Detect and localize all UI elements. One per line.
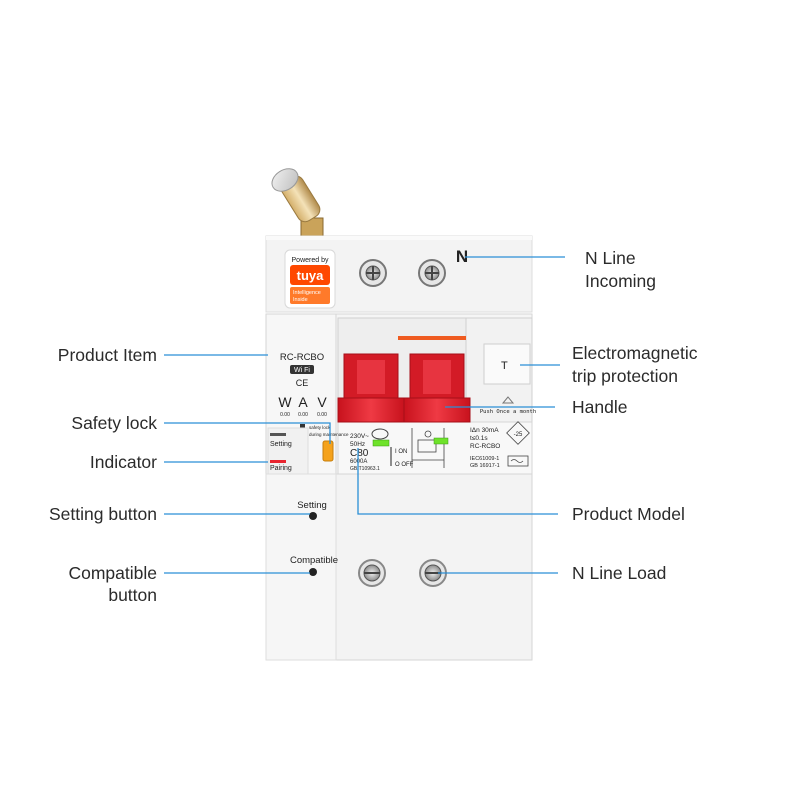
standard-iec: IEC61009-1 [470,456,499,462]
ccc-mark-icon [371,428,389,440]
lock-text-2: during maintenance [309,432,349,437]
tuya-sub-2: Inside [293,297,308,303]
setting-indicator-bar [270,433,286,436]
tuya-logo [290,265,330,285]
wifi-text: Wi Fi [294,367,310,374]
callout-n-incoming-2: Incoming [585,271,656,291]
lock-icon [300,424,305,428]
n-terminal-label: N [456,247,468,266]
spec-voltage: 230V~ [350,433,369,440]
rcbo-spec-current: IΔn 30mA [470,427,499,434]
push-arrow-icon [501,396,515,404]
wifi-logo [290,365,314,374]
rcbo-spec-time: t≤0.1s [470,435,488,442]
callout-compatible-1: Compatible [68,563,157,583]
setting-button[interactable] [309,512,317,520]
orange-stripe [398,336,466,340]
meter-w-value: 0.00 [280,412,290,418]
callout-electromagnetic-1: Electromagnetic [572,343,698,363]
test-button-glyph: T [501,360,508,372]
meter-v: V [317,394,327,410]
meter-v-value: 0.00 [317,412,327,418]
callout-product-item: Product Item [58,345,157,365]
model-label: RC-RCBO [280,352,324,363]
compatible-button[interactable] [309,568,317,576]
spec-frequency: 50Hz [350,441,365,448]
meter-a: A [298,394,308,410]
safety-lock-slider[interactable] [322,440,334,462]
circuit-schematic-icon [411,428,445,468]
callout-n-incoming-1: N Line [585,248,636,268]
callout-compatible-2: button [108,585,157,605]
bottom-screw-left [358,559,386,587]
standard-gb: GB 16917-1 [470,463,500,469]
callout-electromagnetic-2: trip protection [572,366,678,386]
callout-setting-button: Setting button [49,504,157,524]
spec-rating: C80 [350,448,369,459]
status-window-left [372,439,390,447]
rcbo-spec-model: RC-RCBO [470,443,500,450]
test-button[interactable]: T [483,343,531,385]
callout-indicator: Indicator [90,452,157,472]
tuya-sub-1: Intelligence [293,290,321,296]
line-product-model [357,448,558,515]
ac-wave-icon [510,459,524,463]
callout-product-model: Product Model [572,504,685,524]
line-safety-lock [164,422,331,444]
powered-by-text: Powered by [292,257,329,264]
lock-text-1: safety lock [309,425,331,430]
temp-diamond-icon [506,421,530,445]
breaker-handle-right[interactable] [403,353,471,423]
pairing-small-label: Pairing [270,465,292,472]
callout-lines [164,256,565,574]
meter-readouts: W A V 0.00 0.00 0.00 [278,394,327,418]
compatible-button-label: Compatible [290,555,338,566]
ac-symbol-icon [507,455,529,467]
ce-mark: CE [296,378,309,388]
bottom-terminal-block [265,473,533,661]
breaker-handle-left[interactable] [337,353,405,423]
setting-button-label: Setting [297,500,327,511]
on-label: I ON [395,449,407,455]
main-body [265,313,533,475]
callout-n-load: N Line Load [572,563,666,583]
meter-a-value: 0.00 [298,412,308,418]
setting-small-label: Setting [270,441,292,448]
antenna [271,168,324,241]
spec-standard: GB/T10963.1 [350,466,380,472]
callout-handle: Handle [572,397,627,417]
callout-safety-lock: Safety lock [71,413,157,433]
top-screw-left [359,259,387,287]
spec-breaking: 6000A [350,459,367,465]
meter-w: W [278,394,292,410]
status-window-right [433,437,449,445]
temp-rating: -25 [514,432,523,438]
off-label: O OFF [395,462,414,468]
indicator-led [270,460,286,463]
tuya-badge: Powered by tuya Intelligence Inside [284,249,336,309]
push-text: Push Once a month [480,409,536,415]
top-screw-right [418,259,446,287]
tuya-brand-text: tuya [297,268,325,283]
